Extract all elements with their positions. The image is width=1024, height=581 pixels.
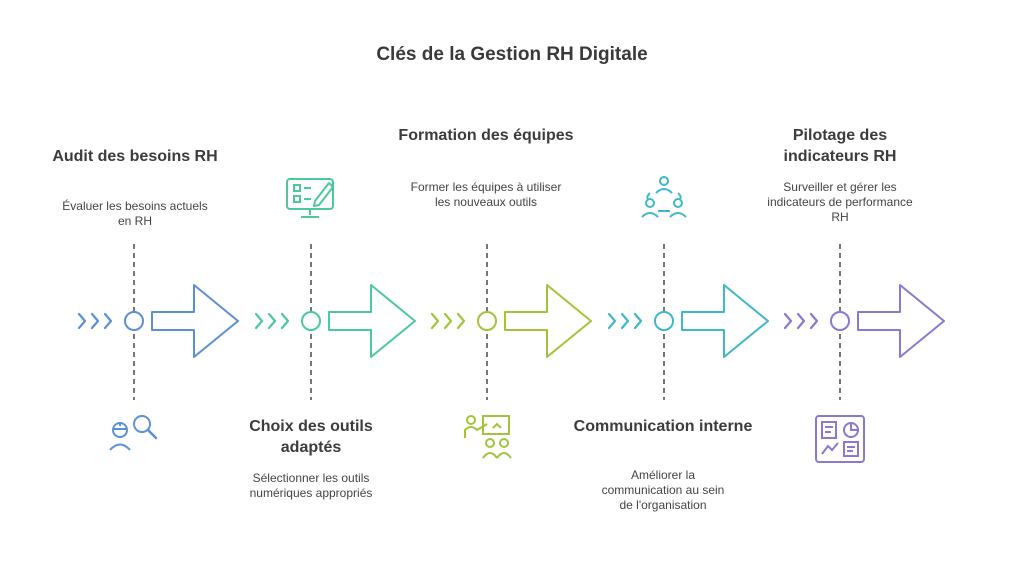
- step-3-node: [477, 311, 497, 331]
- step-4-chevron-2: [620, 312, 630, 330]
- step-1-description: Évaluer les besoins actuels en RH: [62, 199, 208, 228]
- step-5-heading: Pilotage des indicateurs RH: [783, 127, 897, 165]
- step-3-chevron-3: [456, 312, 466, 330]
- step-2-arrow: [328, 284, 416, 358]
- step-1-chevron-3: [103, 312, 113, 330]
- step-1-node: [124, 311, 144, 331]
- step-2-chevron-2: [267, 312, 277, 330]
- step-3-arrow: [504, 284, 592, 358]
- step-2-heading: Choix des outils adaptés: [249, 418, 373, 456]
- step-4-node: [654, 311, 674, 331]
- step-3-heading: Formation des équipes: [398, 127, 574, 144]
- step-4-chevron-3: [633, 312, 643, 330]
- step-5-node: [830, 311, 850, 331]
- step-5-arrow: [857, 284, 945, 358]
- step-1-chevron-2: [90, 312, 100, 330]
- dashboard-icon: [815, 415, 865, 463]
- step-1-chevron-1: [77, 312, 87, 330]
- step-5-chevron-2: [796, 312, 806, 330]
- step-4-heading: Communication interne: [573, 418, 753, 435]
- step-5-chevron-1: [783, 312, 793, 330]
- step-4-chevron-1: [607, 312, 617, 330]
- step-3-chevron-2: [443, 312, 453, 330]
- step-1-arrow: [151, 284, 239, 358]
- step-2-chevron-1: [254, 312, 264, 330]
- trainer-presentation-icon: [464, 415, 512, 459]
- step-2-chevron-3: [280, 312, 290, 330]
- team-network-icon: [641, 176, 687, 218]
- step-1-heading: Audit des besoins RH: [52, 148, 218, 165]
- step-5-chevron-3: [809, 312, 819, 330]
- step-3-chevron-1: [430, 312, 440, 330]
- step-2-description: Sélectionner les outils numériques appro…: [249, 471, 373, 500]
- step-4-description: Améliorer la communication au sein de l'…: [601, 468, 725, 512]
- step-3-description: Former les équipes à utiliser les nouvea…: [410, 180, 562, 209]
- step-2-node: [301, 311, 321, 331]
- screen-checklist-pencil-icon: [286, 178, 334, 218]
- auditor-search-icon: [109, 415, 158, 451]
- step-5-description: Surveiller et gérer les indicateurs de p…: [767, 180, 913, 224]
- diagram-title: Clés de la Gestion RH Digitale: [376, 44, 648, 65]
- step-4-arrow: [681, 284, 769, 358]
